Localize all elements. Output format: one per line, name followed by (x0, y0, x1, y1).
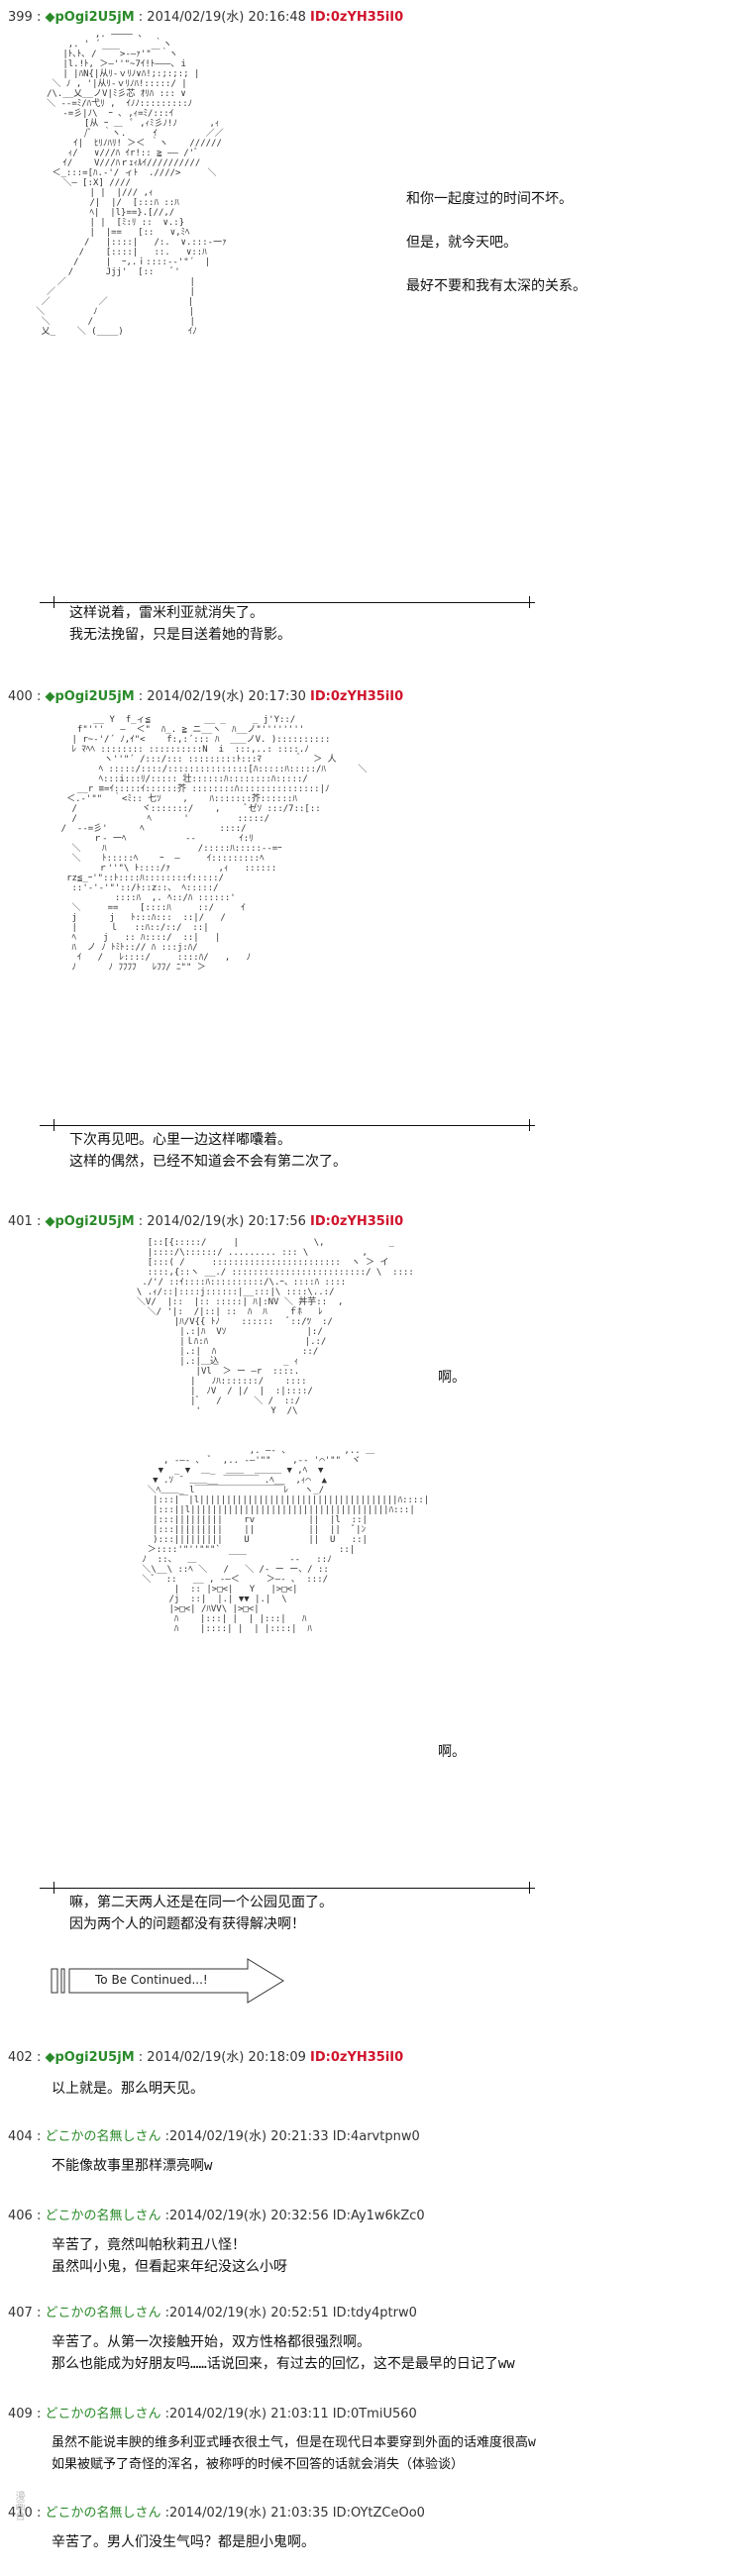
post-number: 404 : (8, 2129, 42, 2144)
poster-trip[interactable]: ◆pOgi2U5jM (45, 10, 135, 25)
ascii-art-399: ,. ―――― 、 ,. ' ´ ｀ヽ |ﾄ､ﾄ､ / ￣￣>-―ｧ'"￣｀ヽ … (36, 30, 227, 337)
post-date: 2014/02/19(水) 20:17:30 (147, 689, 306, 704)
post-header-402: 402 : ◆pOgi2U5jM : 2014/02/19(水) 20:18:0… (8, 2046, 403, 2065)
post-date: 2014/02/19(水) 20:17:56 (147, 1214, 306, 1229)
reply-body-404: 不能像故事里那样漂亮啊w (52, 2158, 213, 2174)
caption-400: 下次再见吧。心里一边这样嘟囔着。 这样的偶然，已经不知道会不会有第二次了。 (69, 1132, 347, 1170)
post-number: 406 : (8, 2209, 42, 2223)
reply-header-404: 404 : どこかの名無しさん :2014/02/19(水) 20:21:33 … (8, 2125, 420, 2144)
divider-tick (53, 596, 54, 608)
post-number: 400 : (8, 689, 42, 704)
poster-name[interactable]: どこかの名無しさん (45, 2306, 161, 2320)
poster-trip[interactable]: ◆pOgi2U5jM (45, 2050, 135, 2065)
reply-body-409: 虽然不能说丰腴的维多利亚式睡衣很土气，但是在现代日本要穿到外面的话难度很高w 如… (52, 2435, 536, 2472)
exclaim-2: 啊。 (438, 1744, 466, 1760)
reply-body-406: 辛苦了，竟然叫帕秋莉丑八怪！ 虽然叫小鬼，但看起来年纪没这么小呀 (52, 2237, 287, 2275)
poster-name[interactable]: どこかの名無しさん (45, 2407, 161, 2421)
caption-401: 嘛，第二天两人还是在同一个公园见面了。 因为两个人的问题都没有获得解决啊！ (69, 1895, 333, 1932)
divider-tick (529, 1119, 530, 1131)
post-number: 402 : (8, 2050, 42, 2065)
ascii-art-400: __ Y f_ィ≦ __ _ _ j'Y::/ f"''' ― ＜" ﾊ_. ≧… (60, 715, 368, 973)
divider-line (40, 1888, 535, 1889)
sep: : (138, 689, 144, 704)
post-meta: :2014/02/19(水) 21:03:11 ID:0TmiU560 (164, 2407, 417, 2421)
reply-header-409: 409 : どこかの名無しさん :2014/02/19(水) 21:03:11 … (8, 2403, 417, 2421)
post-number: 410 : (8, 2506, 42, 2521)
post-date: 2014/02/19(水) 20:18:09 (147, 2050, 306, 2065)
divider-line (40, 1125, 535, 1126)
narration-399: 和你一起度过的时间不坏。 但是，就今天吧。 最好不要和我有太深的关系。 (406, 191, 586, 294)
poster-name[interactable]: どこかの名無しさん (45, 2209, 161, 2223)
poster-id[interactable]: ID:0zYH35iI0 (310, 2050, 404, 2065)
to-be-continued-arrow (51, 1958, 284, 2004)
post-header-401: 401 : ◆pOgi2U5jM : 2014/02/19(水) 20:17:5… (8, 1210, 403, 1229)
poster-id[interactable]: ID:0zYH35iI0 (310, 1214, 404, 1229)
divider-line (40, 602, 535, 603)
reply-header-407: 407 : どこかの名無しさん :2014/02/19(水) 20:52:51 … (8, 2302, 417, 2320)
poster-name[interactable]: どこかの名無しさん (45, 2129, 161, 2144)
reply-body-410: 辛苦了。男人们没生气吗？都是胆小鬼啊。 (52, 2534, 315, 2550)
poster-name[interactable]: どこかの名無しさん (45, 2506, 161, 2521)
ascii-art-401: [::[{:::::/ | \, _ |::::/\::::::/ ......… (136, 1238, 430, 1634)
post-header-400: 400 : ◆pOgi2U5jM : 2014/02/19(水) 20:17:3… (8, 685, 403, 704)
post-meta: :2014/02/19(水) 20:21:33 ID:4arvtpnw0 (164, 2129, 420, 2144)
reply-body-407: 辛苦了。从第一次接触开始，双方性格都很强烈啊。 那么也能成为好朋友吗……话说回来… (52, 2334, 515, 2372)
post-number: 409 : (8, 2407, 42, 2421)
poster-id[interactable]: ID:0zYH35iI0 (310, 10, 404, 25)
sep: : (138, 10, 144, 25)
divider-tick (53, 1119, 54, 1131)
caption-399: 这样说着，雷米利亚就消失了。 我无法挽留，只是目送着她的背影。 (69, 605, 291, 643)
divider-tick (529, 596, 530, 608)
post-number: 399 : (8, 10, 42, 25)
post-body-402: 以上就是。那么明天见。 (52, 2081, 204, 2097)
post-number: 401 : (8, 1214, 42, 1229)
post-meta: :2014/02/19(水) 20:52:51 ID:tdy4ptrw0 (164, 2306, 417, 2320)
poster-trip[interactable]: ◆pOgi2U5jM (45, 689, 135, 704)
poster-trip[interactable]: ◆pOgi2U5jM (45, 1214, 135, 1229)
poster-id[interactable]: ID:0zYH35iI0 (310, 689, 404, 704)
sep: : (138, 2050, 144, 2065)
exclaim-1: 啊。 (438, 1370, 466, 1386)
watermark-text: 漫画台 (13, 2491, 24, 2521)
post-header-399: 399 : ◆pOgi2U5jM : 2014/02/19(水) 20:16:4… (8, 6, 403, 25)
post-number: 407 : (8, 2306, 42, 2320)
divider-tick (53, 1882, 54, 1894)
divider-tick (529, 1882, 530, 1894)
post-meta: :2014/02/19(水) 20:32:56 ID:Ay1w6kZc0 (164, 2209, 425, 2223)
reply-header-410: 410 : どこかの名無しさん :2014/02/19(水) 21:03:35 … (8, 2502, 425, 2521)
to-be-continued-text: To Be Continued...! (95, 1973, 208, 1987)
reply-header-406: 406 : どこかの名無しさん :2014/02/19(水) 20:32:56 … (8, 2205, 425, 2223)
post-date: 2014/02/19(水) 20:16:48 (147, 10, 306, 25)
sep: : (138, 1214, 144, 1229)
post-meta: :2014/02/19(水) 21:03:35 ID:OYtZCeOo0 (164, 2506, 425, 2521)
